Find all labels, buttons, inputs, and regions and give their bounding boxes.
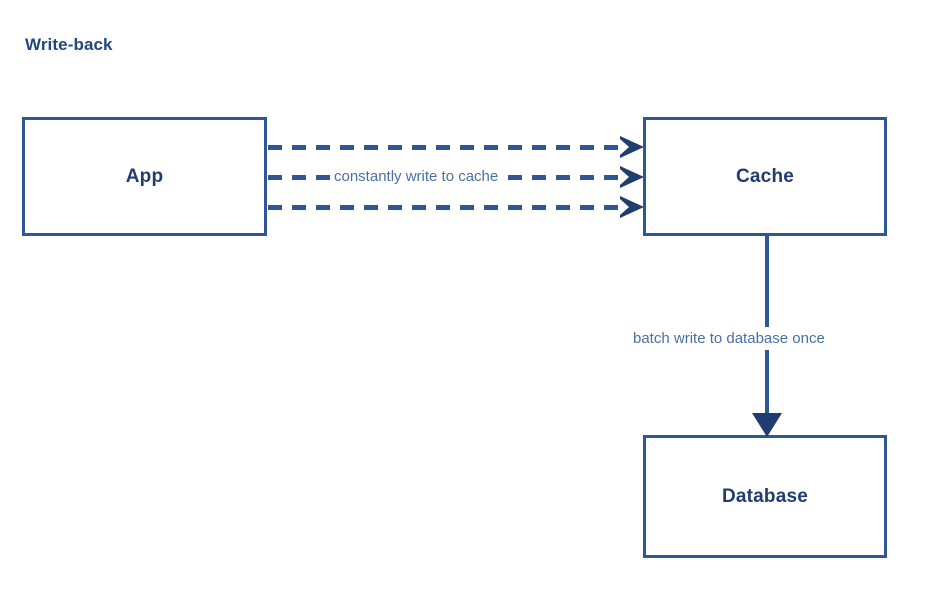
node-app-label: App [125, 165, 164, 187]
arrow-right-icon [620, 166, 644, 188]
node-cache[interactable]: Cache [643, 117, 887, 236]
edge-cache-to-database-label: batch write to database once [628, 327, 830, 350]
node-database[interactable]: Database [643, 435, 887, 558]
page-title: Write-back [25, 35, 113, 54]
node-app[interactable]: App [22, 117, 267, 236]
node-database-label: Database [721, 485, 809, 507]
edge-app-to-cache-line-3 [268, 205, 624, 210]
node-cache-label: Cache [735, 165, 795, 187]
arrow-right-icon [620, 136, 644, 158]
edge-app-to-cache-line-1 [268, 145, 624, 150]
arrow-right-icon [620, 196, 644, 218]
arrow-down-icon [752, 413, 782, 437]
edge-app-to-cache-label: constantly write to cache [330, 167, 503, 186]
